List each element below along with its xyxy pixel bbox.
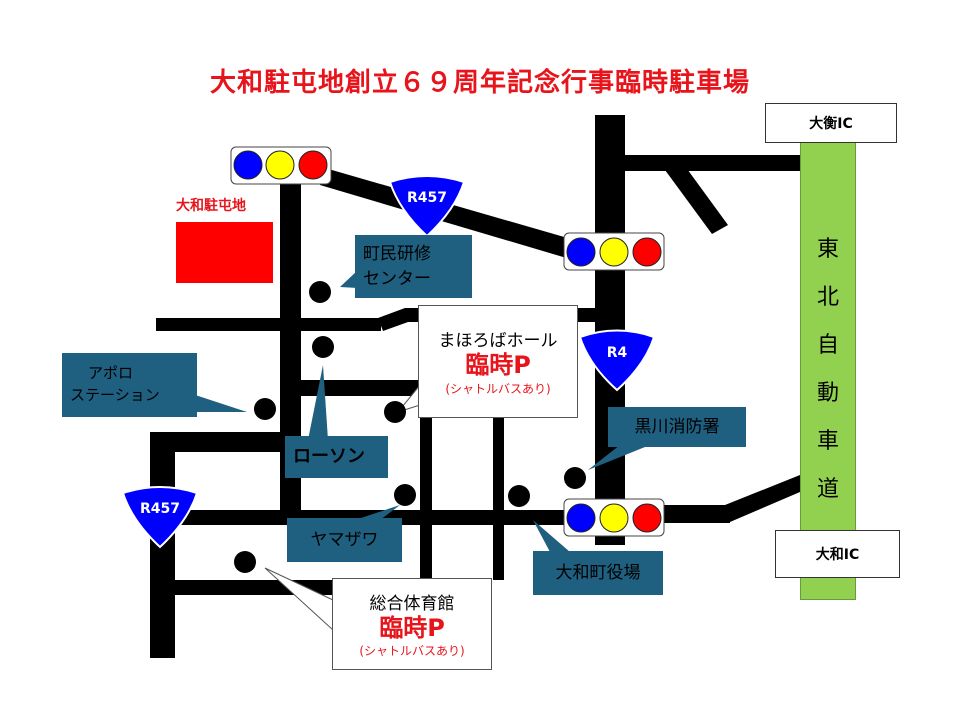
base-area [176, 222, 273, 283]
parking-note: (シャトルバスあり) [445, 381, 551, 396]
landmark-label: 町民研修 [363, 243, 431, 264]
road [420, 395, 432, 585]
road [320, 168, 585, 262]
expressway-char: 北 [816, 285, 839, 310]
interchange-taiwa: 大和IC [775, 530, 900, 578]
location-dot [312, 336, 334, 358]
landmark-training-center: 町民研修 センター [355, 235, 472, 298]
location-dot [384, 401, 406, 423]
callout-tail [340, 270, 358, 288]
road [156, 318, 381, 331]
page-title: 大和駐屯地創立６９周年記念行事臨時駐車場 [209, 68, 750, 98]
route-shield-icon [388, 175, 466, 238]
parking-label: 臨時P [465, 351, 531, 380]
location-dot [508, 485, 530, 507]
landmark-label: ステーション [70, 386, 160, 404]
route-label: R457 [406, 190, 447, 206]
landmark-label: センター [363, 268, 431, 289]
landmark-lawson: ローソン [285, 436, 388, 478]
callout-tail [533, 520, 570, 552]
location-dot [234, 551, 256, 573]
route-label: R457 [139, 501, 180, 517]
callout-tail [588, 445, 650, 470]
location-dot [564, 467, 586, 489]
road [665, 162, 728, 234]
expressway-char: 自 [816, 333, 839, 358]
base-label: 大和駐屯地 [176, 198, 246, 214]
road [625, 155, 801, 171]
expressway-char: 動 [816, 381, 839, 406]
landmark-label: 黒川消防署 [634, 416, 720, 437]
road [280, 165, 301, 515]
road [300, 380, 420, 396]
parking-mahoroba-hall: まほろばホール 臨時P (シャトルバスあり) [418, 305, 578, 418]
landmark-label: ローソン [293, 445, 365, 467]
landmark-label: アポロ [88, 364, 134, 383]
interchange-ohira: 大衡IC [765, 103, 897, 143]
landmark-label: 大和町役場 [555, 562, 641, 583]
road [150, 432, 290, 452]
location-dots [234, 281, 586, 573]
landmark-fire-station: 黒川消防署 [608, 407, 746, 447]
callout-tail [264, 567, 334, 632]
route-shield-icon [578, 329, 656, 392]
parking-venue: まほろばホール [438, 331, 558, 352]
parking-label: 臨時P [379, 613, 445, 642]
expressway-char: 車 [816, 429, 839, 454]
parking-note: (シャトルバスあり) [359, 644, 465, 659]
expressway-char: 道 [816, 477, 839, 502]
callout-tail [355, 505, 400, 520]
expressway-char: 東 [816, 237, 839, 262]
landmark-town-office: 大和町役場 [533, 551, 663, 595]
route-shield-icon [121, 486, 199, 549]
traffic-light [563, 232, 665, 271]
parking-gymnasium: 総合体育館 臨時P (シャトルバスあり) [332, 578, 492, 670]
road [493, 400, 504, 580]
road [660, 505, 730, 523]
callout-tail [308, 365, 328, 440]
location-dot [254, 398, 276, 420]
parking-venue: 総合体育館 [369, 593, 455, 614]
location-dot [394, 484, 416, 506]
road [725, 475, 800, 522]
traffic-light [230, 146, 332, 185]
location-dot [309, 281, 331, 303]
tohoku-expressway: 東 北 自 動 車 道 [800, 140, 856, 600]
traffic-light [563, 498, 665, 537]
landmark-yamazawa: ヤマザワ [287, 518, 402, 562]
route-label: R4 [606, 345, 628, 361]
landmark-apollo-station: アポロ ステーション [62, 353, 197, 417]
landmark-label: ヤマザワ [310, 529, 379, 550]
